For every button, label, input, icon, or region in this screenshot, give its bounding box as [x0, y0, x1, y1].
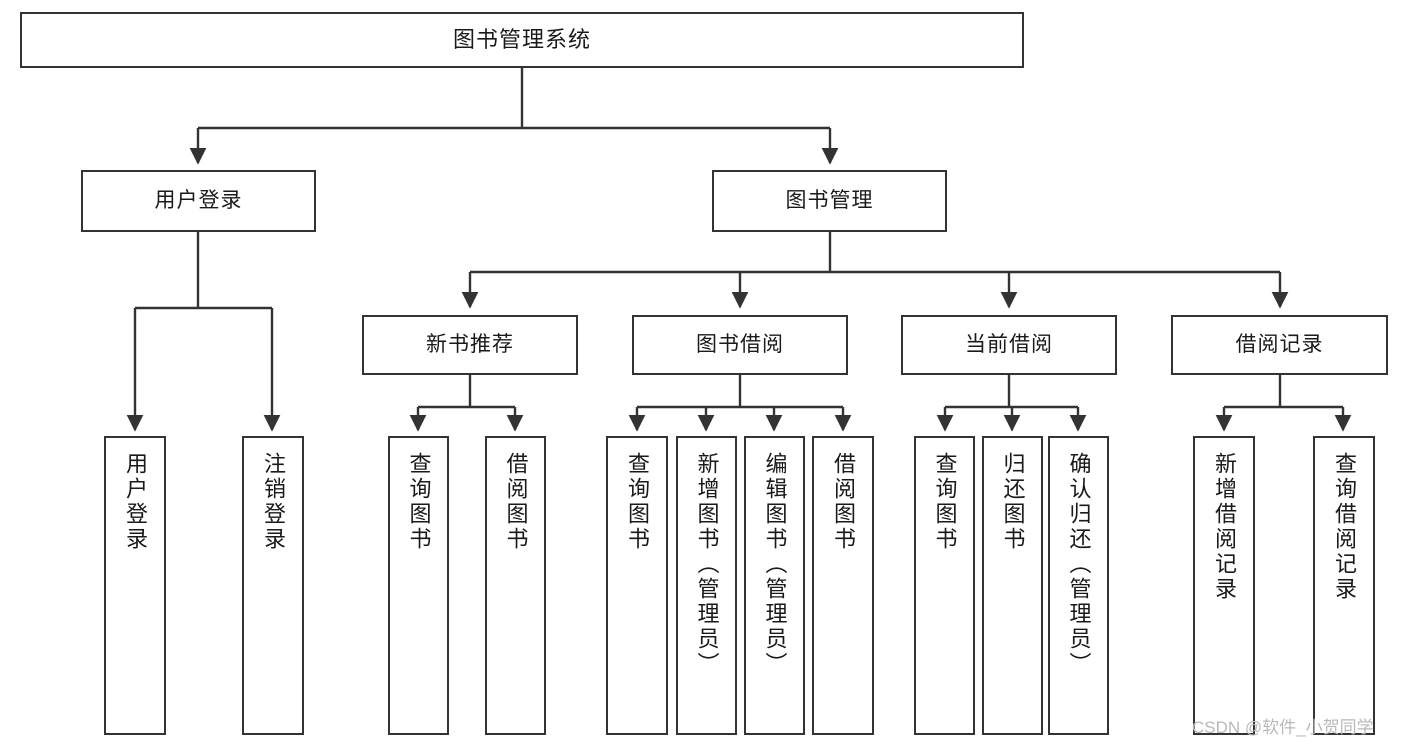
node-book-borrow[interactable]: 图书借阅 [632, 315, 848, 375]
node-leaf-logout-login-label: 注销登录 [261, 452, 286, 552]
node-leaf-confirm-return[interactable]: 确认归还（管理员） [1048, 436, 1109, 735]
node-current-borrow[interactable]: 当前借阅 [901, 315, 1117, 375]
node-leaf-user-login-label: 用户登录 [123, 452, 148, 552]
node-new-book-recommend-label: 新书推荐 [426, 332, 514, 356]
node-leaf-user-login[interactable]: 用户登录 [104, 436, 166, 735]
node-leaf-add-record-label: 新增借阅记录 [1212, 452, 1237, 602]
node-leaf-query-book-1[interactable]: 查询图书 [388, 436, 449, 735]
csdn-watermark: CSDN @软件_小贺同学 [1192, 718, 1374, 737]
node-leaf-logout-login[interactable]: 注销登录 [242, 436, 304, 735]
node-leaf-add-book-label: 新增图书（管理员） [694, 452, 720, 677]
node-borrow-record-label: 借阅记录 [1235, 332, 1324, 356]
node-user-login-label: 用户登录 [154, 188, 243, 212]
node-user-login[interactable]: 用户登录 [81, 170, 316, 232]
node-leaf-add-book[interactable]: 新增图书（管理员） [676, 436, 737, 735]
node-current-borrow-label: 当前借阅 [965, 332, 1053, 356]
node-leaf-confirm-return-label: 确认归还（管理员） [1066, 452, 1092, 677]
node-leaf-edit-book[interactable]: 编辑图书（管理员） [744, 436, 805, 735]
node-root-label: 图书管理系统 [452, 27, 591, 53]
node-book-management-label: 图书管理 [785, 188, 874, 212]
node-leaf-borrow-book-1-label: 借阅图书 [503, 452, 529, 552]
node-leaf-query-book-2[interactable]: 查询图书 [606, 436, 668, 735]
node-leaf-query-record-label: 查询借阅记录 [1332, 452, 1357, 602]
node-leaf-query-record[interactable]: 查询借阅记录 [1313, 436, 1375, 735]
node-book-borrow-label: 图书借阅 [696, 332, 784, 356]
node-borrow-record[interactable]: 借阅记录 [1171, 315, 1388, 375]
node-leaf-query-book-3-label: 查询图书 [932, 452, 958, 552]
node-leaf-borrow-book-2-label: 借阅图书 [831, 452, 856, 552]
node-leaf-borrow-book-1[interactable]: 借阅图书 [485, 436, 546, 735]
node-root[interactable]: 图书管理系统 [20, 12, 1024, 68]
node-leaf-edit-book-label: 编辑图书（管理员） [762, 452, 788, 677]
node-leaf-query-book-3[interactable]: 查询图书 [914, 436, 975, 735]
node-leaf-return-book[interactable]: 归还图书 [982, 436, 1043, 735]
node-leaf-return-book-label: 归还图书 [1000, 452, 1026, 552]
node-book-management[interactable]: 图书管理 [712, 170, 947, 232]
node-new-book-recommend[interactable]: 新书推荐 [362, 315, 578, 375]
node-leaf-borrow-book-2[interactable]: 借阅图书 [812, 436, 874, 735]
node-leaf-query-book-1-label: 查询图书 [406, 452, 432, 552]
node-leaf-query-book-2-label: 查询图书 [625, 452, 650, 552]
node-leaf-add-record[interactable]: 新增借阅记录 [1193, 436, 1255, 735]
